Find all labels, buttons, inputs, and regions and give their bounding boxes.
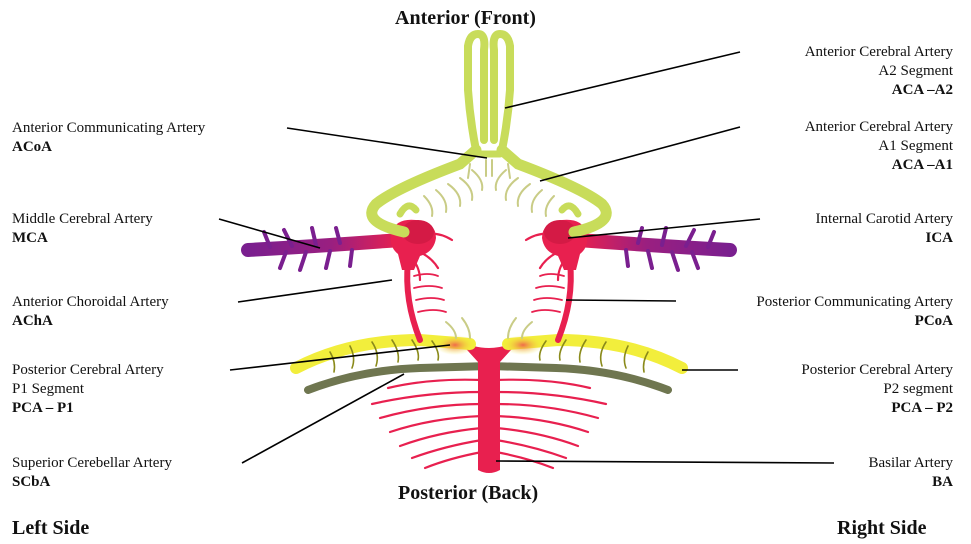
right-side-caption: Right Side bbox=[837, 517, 926, 540]
label-aca-a1-segment: A1 Segment bbox=[805, 137, 953, 156]
label-pca-p2: Posterior Cerebral Artery P2 segment PCA… bbox=[801, 361, 953, 418]
basilar-artery bbox=[458, 340, 520, 473]
left-side-caption: Left Side bbox=[12, 517, 89, 540]
label-pca-p1-name: Posterior Cerebral Artery bbox=[12, 361, 164, 380]
label-scba-name: Superior Cerebellar Artery bbox=[12, 454, 172, 473]
label-acoa-abbr: ACoA bbox=[12, 138, 205, 157]
label-pca-p1-segment: P1 Segment bbox=[12, 380, 164, 399]
label-mca: Middle Cerebral Artery MCA bbox=[12, 210, 153, 248]
label-ica: Internal Carotid Artery ICA bbox=[816, 210, 953, 248]
label-mca-abbr: MCA bbox=[12, 229, 153, 248]
label-pcoa: Posterior Communicating Artery PCoA bbox=[756, 293, 953, 331]
leader-lines bbox=[219, 52, 834, 463]
leader-acoa bbox=[287, 128, 487, 158]
label-acha: Anterior Choroidal Artery AChA bbox=[12, 293, 169, 331]
label-mca-name: Middle Cerebral Artery bbox=[12, 210, 153, 229]
label-aca-a1: Anterior Cerebral Artery A1 Segment ACA … bbox=[805, 118, 953, 175]
label-pca-p1-abbr: PCA – P1 bbox=[12, 399, 164, 418]
label-aca-a1-abbr: ACA –A1 bbox=[805, 156, 953, 175]
internal-carotid-arteries bbox=[391, 220, 587, 270]
label-pca-p2-abbr: PCA – P2 bbox=[801, 399, 953, 418]
label-ba-name: Basilar Artery bbox=[868, 454, 953, 473]
label-ica-abbr: ICA bbox=[816, 229, 953, 248]
label-pca-p2-name: Posterior Cerebral Artery bbox=[801, 361, 953, 380]
label-ba-abbr: BA bbox=[868, 473, 953, 492]
leader-pcoa bbox=[566, 300, 676, 301]
label-ba: Basilar Artery BA bbox=[868, 454, 953, 492]
label-acoa-name: Anterior Communicating Artery bbox=[12, 119, 205, 138]
leader-aca-a2 bbox=[505, 52, 740, 108]
label-ica-name: Internal Carotid Artery bbox=[816, 210, 953, 229]
label-aca-a2-segment: A2 Segment bbox=[805, 62, 953, 81]
anterior-caption: Anterior (Front) bbox=[395, 7, 536, 30]
label-aca-a2-abbr: ACA –A2 bbox=[805, 81, 953, 100]
label-scba: Superior Cerebellar Artery SCbA bbox=[12, 454, 172, 492]
label-acha-name: Anterior Choroidal Artery bbox=[12, 293, 169, 312]
middle-cerebral-arteries bbox=[248, 240, 730, 250]
leader-ba bbox=[496, 461, 834, 463]
posterior-caption: Posterior (Back) bbox=[398, 482, 538, 505]
label-scba-abbr: SCbA bbox=[12, 473, 172, 492]
label-acoa: Anterior Communicating Artery ACoA bbox=[12, 119, 205, 157]
label-pca-p1: Posterior Cerebral Artery P1 Segment PCA… bbox=[12, 361, 164, 418]
label-aca-a2: Anterior Cerebral Artery A2 Segment ACA … bbox=[805, 43, 953, 100]
leader-acha bbox=[238, 280, 392, 302]
label-aca-a1-name: Anterior Cerebral Artery bbox=[805, 118, 953, 137]
label-pcoa-name: Posterior Communicating Artery bbox=[756, 293, 953, 312]
leader-aca-a1 bbox=[540, 127, 740, 181]
label-acha-abbr: AChA bbox=[12, 312, 169, 331]
label-pcoa-abbr: PCoA bbox=[756, 312, 953, 331]
pcoa-perforators bbox=[414, 274, 564, 312]
anterior-cerebral-arteries bbox=[372, 34, 607, 232]
label-aca-a2-name: Anterior Cerebral Artery bbox=[805, 43, 953, 62]
label-pca-p2-segment: P2 segment bbox=[801, 380, 953, 399]
